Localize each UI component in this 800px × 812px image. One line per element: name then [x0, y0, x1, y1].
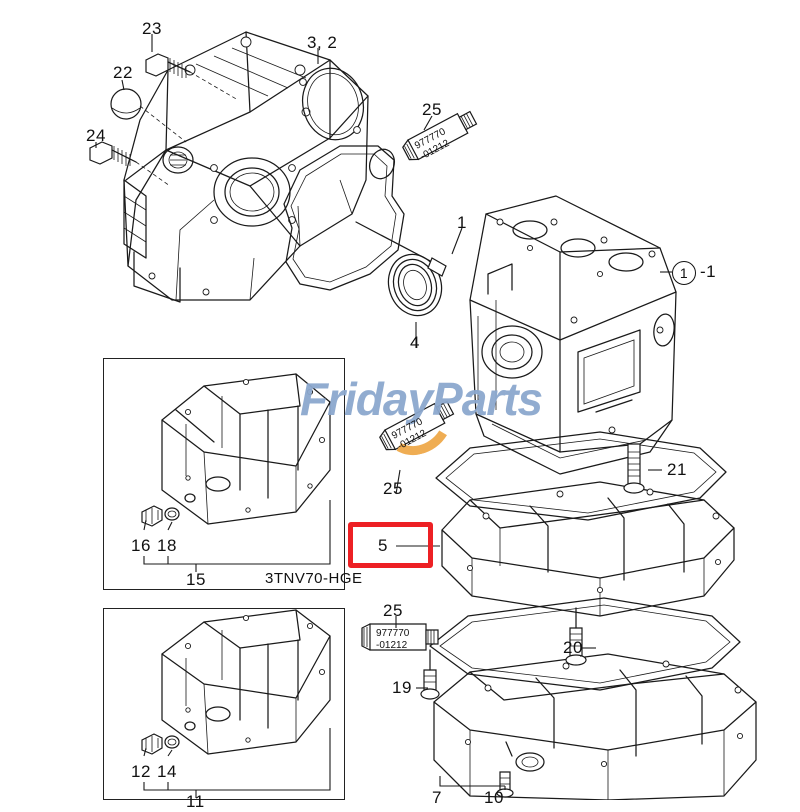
bolt-10	[496, 771, 514, 798]
highlight-box-item-5[interactable]	[348, 522, 433, 568]
sealant-code-line1: 977770	[376, 628, 410, 639]
cylinder-block-art	[469, 195, 677, 475]
callout-3-2[interactable]: 3, 2	[307, 33, 338, 52]
callout-23[interactable]: 23	[142, 19, 162, 38]
oil-pan-lower	[433, 653, 757, 800]
callout-25-a[interactable]: 25	[422, 100, 442, 119]
sealant-tube-c	[361, 623, 439, 651]
dowel-pin	[355, 221, 447, 277]
callout-7[interactable]: 7	[432, 788, 442, 807]
callout-4-oil-seal[interactable]: 4	[410, 333, 420, 352]
callout-24[interactable]: 24	[86, 126, 106, 145]
plug-22	[110, 88, 142, 120]
bolt-19	[420, 649, 440, 700]
callout-15[interactable]: 15	[186, 570, 206, 589]
flywheel-housing-art	[123, 31, 369, 303]
callout-1-block-circled[interactable]: 1	[672, 261, 696, 285]
callout-14[interactable]: 14	[157, 762, 177, 781]
callout-21[interactable]: 21	[667, 460, 687, 479]
callout-22[interactable]: 22	[113, 63, 133, 82]
callout-12[interactable]: 12	[131, 762, 151, 781]
sealant-tube-a	[402, 110, 478, 161]
flywheel-housing-gasket	[283, 145, 405, 291]
crankshaft-oil-seal	[387, 253, 443, 317]
sealant-tube-b	[379, 400, 455, 451]
bolt-23	[145, 53, 191, 78]
oil-pan-gasket-lower	[429, 597, 741, 691]
callout-1-block-suffix: -1	[700, 262, 717, 281]
sealant-tube-c-text: 977770 -01212	[376, 628, 409, 651]
sealant-code-line2: -01212	[376, 639, 408, 651]
leader-lines	[95, 34, 672, 798]
callout-16[interactable]: 16	[131, 536, 151, 555]
model-label: 3TNV70-HGE	[265, 570, 363, 587]
callout-1-dowel[interactable]: 1	[457, 213, 467, 232]
panel-lower-oil-pan	[141, 609, 331, 755]
callout-18[interactable]: 18	[157, 536, 177, 555]
callout-5-highlighted[interactable]: 5	[378, 536, 388, 555]
oil-pan-gasket-upper	[435, 431, 727, 521]
callout-20[interactable]: 20	[563, 638, 583, 657]
panel-upper-border	[103, 358, 345, 590]
callout-11[interactable]: 11	[186, 792, 205, 811]
callout-19[interactable]: 19	[392, 678, 412, 697]
oil-pan-upper	[441, 481, 735, 617]
bolt-21	[623, 443, 645, 494]
watermark-text: FridayParts	[300, 373, 543, 425]
callout-25-c[interactable]: 25	[383, 601, 403, 620]
panel-upper-oil-pan	[141, 373, 331, 527]
callout-25-b[interactable]: 25	[383, 479, 403, 498]
callout-10[interactable]: 10	[484, 788, 504, 807]
